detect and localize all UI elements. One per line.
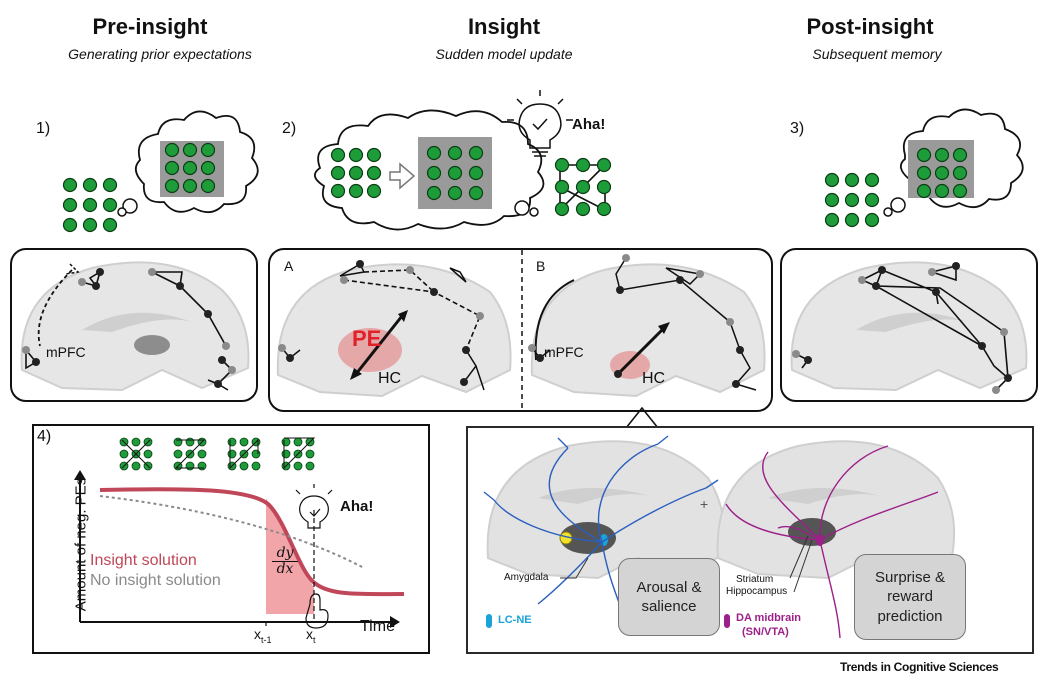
label-b: B: [536, 258, 546, 274]
step-4-label: 4): [37, 428, 52, 445]
green-dots-stimulus-1: [62, 177, 118, 233]
panel-4-graph: Amount of neg. PEs Time Insight solution…: [32, 424, 430, 654]
arousal-salience-box: Arousal & salience: [618, 558, 720, 636]
green-dots-cloud-1: [164, 142, 216, 194]
step-2-label: 2): [282, 120, 297, 137]
arousal-line1: Arousal &: [636, 578, 702, 596]
plus-sign: +: [700, 496, 709, 512]
thought-bubbles-illustration: [62, 90, 1024, 233]
striatum-label: Striatum: [736, 574, 774, 585]
brain-network-post: [790, 261, 1028, 394]
mpfc-label-pre: mPFC: [46, 344, 86, 360]
da-projections: [725, 445, 939, 639]
pointer-hand-icon: [305, 593, 329, 629]
surprise-line2: reward: [887, 588, 933, 606]
derivative-denominator: dx: [276, 561, 294, 578]
brain-panel-post: [780, 248, 1038, 402]
da-legend-swatch: [724, 614, 730, 628]
pre-insight-title: Pre-insight: [92, 14, 208, 39]
pe-label: PE: [352, 326, 382, 351]
surprise-line3: prediction: [877, 607, 943, 625]
lc-ne-legend-swatch: [486, 614, 492, 628]
label-a: A: [284, 258, 294, 274]
lightbulb-icon-chart: [295, 484, 333, 529]
no-insight-curve: [99, 495, 365, 569]
step-1-label: 1): [36, 120, 51, 137]
brain-panel-insight: A B PE HC mPFC HC: [268, 248, 773, 412]
tick-label-xt: xt: [306, 626, 316, 645]
insight-subtitle: Sudden model update: [435, 46, 573, 62]
surprise-line1: Surprise &: [874, 568, 946, 586]
neuromodulator-brains: [483, 435, 956, 639]
green-dots-cloud-2a: [330, 147, 382, 199]
legend-no-insight: No insight solution: [90, 572, 221, 589]
hippocampus-label: Hippocampus: [726, 586, 788, 597]
mpfc-label-insight: mPFC: [544, 344, 584, 360]
brain-network-insight: [276, 250, 766, 410]
tick-label-xt-1: xt-1: [254, 626, 272, 645]
aha-label-top: Aha!: [572, 116, 606, 133]
insight-solution-curve: [99, 487, 405, 597]
neg-pe-chart: [74, 437, 405, 629]
green-dots-cloud-2b: [426, 145, 484, 201]
arrow-right-icon: [389, 162, 416, 190]
x-axis-label: Time: [360, 618, 395, 635]
insight-title: Insight: [467, 14, 541, 39]
hc-label-a: HC: [378, 370, 402, 387]
legend-insight: Insight solution: [90, 552, 197, 569]
green-dots-stimulus-3: [824, 172, 880, 228]
step-3-label: 3): [790, 120, 805, 137]
lightbulb-icon: [507, 90, 573, 157]
brain-panel-pre: mPFC: [10, 248, 258, 402]
derivative-numerator: dy: [272, 545, 298, 563]
y-axis-label: Amount of neg. PEs: [72, 477, 90, 612]
neuromodulator-panel: + Amygdala Striatum Hippocampus LC-NE DA…: [466, 426, 1034, 654]
lc-ne-label: LC-NE: [498, 614, 532, 626]
green-dots-cloud-3: [916, 147, 968, 199]
lc-ne-projections: [483, 435, 719, 629]
journal-footer: Trends in Cognitive Sciences: [840, 660, 999, 674]
post-insight-title: Post-insight: [806, 14, 934, 39]
hc-label-b: HC: [642, 370, 666, 387]
amygdala-label: Amygdala: [504, 572, 549, 583]
pre-insight-subtitle: Generating prior expectations: [68, 46, 252, 62]
da-midbrain-label: DA midbrain: [736, 612, 801, 624]
brain-network-pre: [20, 261, 250, 392]
derivative-fraction: dy dx: [272, 545, 298, 578]
post-insight-subtitle: Subsequent memory: [812, 46, 942, 62]
derivative-shade: [266, 498, 314, 614]
arousal-line2: salience: [641, 598, 697, 615]
green-dots-solution: [554, 157, 612, 217]
mini-dot-grids: [119, 437, 316, 471]
aha-label-chart: Aha!: [340, 498, 374, 515]
da-midbrain-sublabel: (SN/VTA): [742, 626, 789, 638]
